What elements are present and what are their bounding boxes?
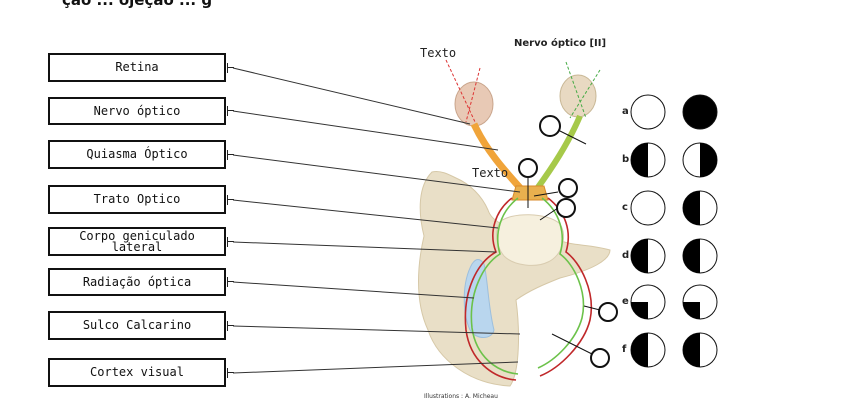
label-corpo-geniculado: Corpo geniculado lateral [48,227,226,256]
field-f-left-fill [631,333,648,367]
illustration-credit: Illustrations : A. Micheau [424,393,498,400]
field-a-left [630,94,666,130]
leader-nervo-optico [232,110,499,151]
row-letter-f: f [622,344,627,355]
left-eye-field-line-a [445,59,477,125]
visual-field-row-e [630,284,718,320]
visual-field-row-d [630,238,718,274]
texto-label-mid: Texto [472,166,509,180]
field-a-right [682,94,718,130]
row-letter-c: c [622,202,628,213]
lesion-circle-3 [558,178,578,198]
leader-radiacao [232,281,475,299]
texto-label-top: Texto [420,46,457,60]
field-b-right-fill [700,143,717,177]
field-d-right-fill [683,239,700,273]
label-nervo-optico: Nervo óptico [48,97,226,125]
row-letter-e: e [622,296,629,307]
visual-field-row-b [630,142,718,178]
lesion-arrow-4 [539,207,559,221]
lesion-circle-1 [539,115,561,137]
page-title-fragment: ção ... ojeção ... g [62,0,213,9]
label-radiacao-optica: Radiação óptica [48,268,226,296]
left-tract-green [470,197,519,375]
label-nervo-optico-handle [227,106,234,116]
leader-trato [232,199,499,229]
lesion-arrow-3 [533,191,559,197]
row-letter-a: a [622,106,629,117]
row-letter-d: d [622,250,630,261]
nervo-optico-title: Nervo óptico [II] [514,38,607,49]
leader-corpo [232,241,497,253]
visual-field-row-a [630,94,718,130]
brain-section [418,171,611,387]
label-cortex-visual: Cortex visual [48,358,226,387]
lesion-arrow-1 [557,129,587,145]
field-e-left-fill [631,302,648,319]
field-b-left-fill [631,143,648,177]
visual-field-row-f [630,332,718,368]
label-trato-optico-handle [227,195,234,205]
leader-retina [232,67,471,125]
lesion-circle-2 [518,158,538,178]
left-eye-field-line-b [465,67,481,123]
label-retina: Retina [48,53,226,82]
row-letter-b: b [622,154,630,165]
label-trato-optico: Trato Optico [48,185,226,214]
left-tract-red [464,197,517,381]
leader-quiasma [232,154,521,193]
lesion-circle-5 [598,302,618,322]
lesion-arrow-5 [583,305,601,311]
field-c-right-fill [683,191,700,225]
right-tract-red [539,197,593,377]
label-retina-handle [227,63,234,73]
thalamus-region [496,214,564,266]
visual-field-row-c [630,190,718,226]
right-tract-green [537,197,585,369]
lesion-arrow-6 [551,333,593,355]
label-quiasma-optico-handle [227,150,234,160]
label-quiasma-optico: Quiasma Óptico [48,140,226,169]
field-e-right-fill [683,302,700,319]
lesion-circle-4 [556,198,576,218]
leader-sulco [232,325,521,335]
leader-cortex [232,361,519,374]
field-c-left [630,190,666,226]
field-f-right-fill [683,333,700,367]
field-d-left-fill [631,239,648,273]
label-corpo-geniculado-handle [227,237,234,247]
right-eye-field-line-b [569,69,601,119]
lesion-circle-6 [590,348,610,368]
right-optic-nerve [533,114,583,192]
chiasm [511,185,549,201]
label-sulco-calcarino: Sulco Calcarino [48,311,226,340]
left-optic-nerve [470,122,525,193]
label-radiacao-optica-handle [227,277,234,287]
label-sulco-calcarino-handle [227,321,234,331]
label-cortex-visual-handle [227,368,234,378]
